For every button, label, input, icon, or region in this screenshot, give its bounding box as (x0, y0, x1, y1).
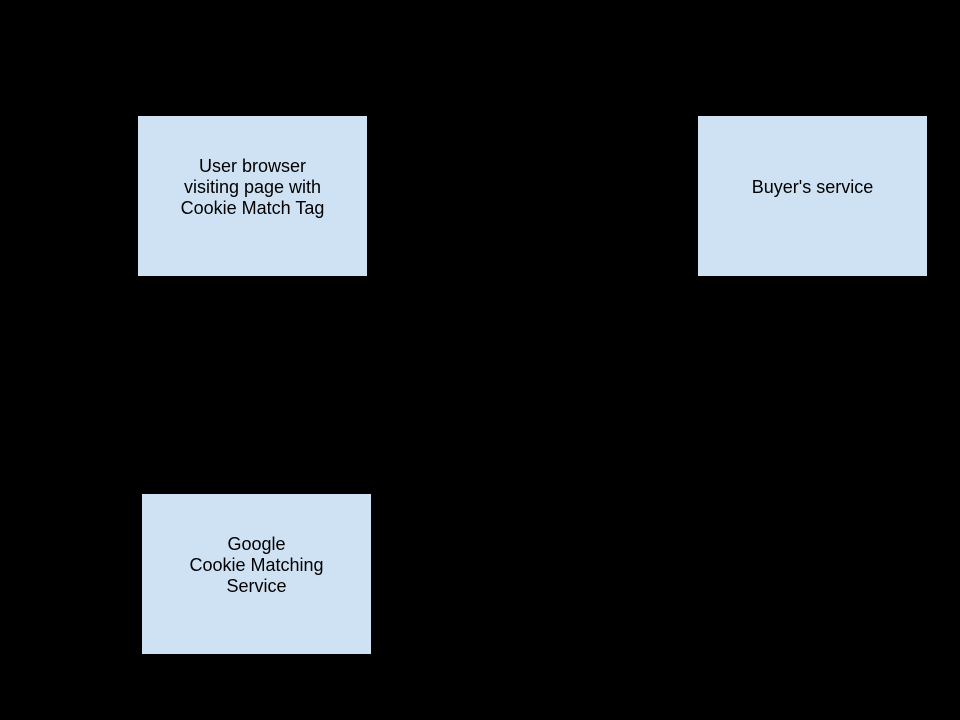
diagram-node-user-browser: User browser visiting page with Cookie M… (137, 115, 368, 277)
diagram-node-google-cookie-matching-service: Google Cookie Matching Service (141, 493, 372, 655)
node-label-line: Cookie Matching (189, 555, 324, 575)
node-label-user-browser: User browser visiting page with Cookie M… (138, 156, 367, 219)
node-label-line: User browser (198, 156, 307, 176)
node-label-line: Service (226, 576, 287, 596)
node-label-line: Google (227, 534, 286, 554)
node-label-line: Cookie Match Tag (180, 198, 325, 218)
node-label-google-cookie-matching-service: Google Cookie Matching Service (142, 534, 371, 597)
node-label-line: visiting page with (183, 177, 322, 197)
node-label-line: Buyer's service (751, 177, 874, 197)
diagram-node-buyers-service: Buyer's service (697, 115, 928, 277)
node-label-buyers-service: Buyer's service (698, 177, 927, 198)
